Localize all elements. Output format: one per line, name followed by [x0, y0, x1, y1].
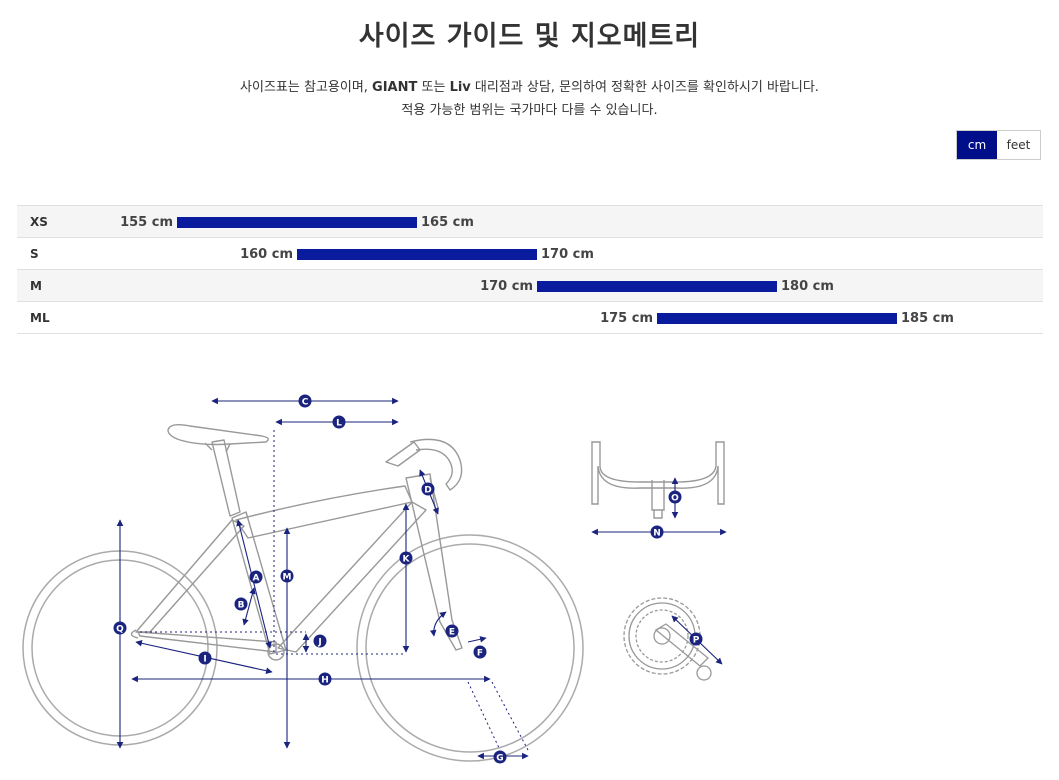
svg-text:G: G	[496, 754, 503, 764]
range-bar	[657, 313, 897, 324]
intro-line-1: 사이즈표는 참고용이며, GIANT 또는 Liv 대리점과 상담, 문의하여 …	[0, 76, 1059, 95]
size-row-ml: ML 175 cm 185 cm	[17, 302, 1043, 334]
badge-g: G	[493, 750, 507, 764]
intro-text: 사이즈표는 참고용이며,	[240, 80, 373, 95]
bike-geometry-svg: C L D K A M B Q J E F I H G O N P	[22, 394, 727, 764]
bike-frame	[130, 423, 463, 661]
size-row-s: S 160 cm 170 cm	[17, 238, 1043, 270]
svg-text:Q: Q	[116, 625, 124, 635]
svg-text:B: B	[238, 601, 245, 611]
handlebar-dimensions	[591, 477, 727, 536]
badge-f: F	[473, 645, 487, 659]
svg-text:D: D	[424, 486, 431, 496]
badge-e: E	[445, 624, 459, 638]
handlebar-detail	[591, 441, 725, 519]
size-row-m: M 170 cm 180 cm	[17, 270, 1043, 302]
geometry-diagram: C L D K A M B Q J E F I H G O N P	[0, 370, 1059, 780]
size-row-xs: XS 155 cm 165 cm	[17, 206, 1043, 238]
unit-toggle: cm feet	[956, 130, 1041, 160]
svg-text:N: N	[653, 529, 661, 539]
badge-d: D	[421, 482, 435, 496]
badge-a: A	[249, 570, 263, 584]
badge-b: B	[234, 597, 248, 611]
badge-h: H	[318, 672, 332, 686]
svg-text:I: I	[203, 655, 206, 665]
svg-text:F: F	[477, 649, 483, 659]
badge-o: O	[668, 490, 682, 504]
svg-text:K: K	[403, 555, 411, 565]
unit-feet-button[interactable]: feet	[997, 131, 1040, 159]
front-wheel	[356, 534, 584, 762]
size-chart: XS 155 cm 165 cm S 160 cm 170 cm M 170 c…	[17, 205, 1043, 334]
svg-text:J: J	[317, 638, 321, 648]
badge-m: M	[280, 569, 294, 583]
page-title: 사이즈 가이드 및 지오메트리	[358, 21, 701, 52]
size-label: M	[30, 279, 42, 293]
range-bar	[177, 217, 417, 228]
reference-lines	[140, 430, 529, 751]
svg-text:O: O	[671, 494, 679, 504]
brand-giant: GIANT	[372, 80, 418, 95]
svg-text:L: L	[336, 419, 342, 429]
range-min-label: 160 cm	[240, 247, 293, 262]
size-label: XS	[30, 215, 48, 229]
geometry-badges: C L D K A M B Q J E F I H G O N P	[113, 394, 703, 764]
unit-cm-button[interactable]: cm	[957, 131, 997, 159]
intro-text: 또는	[417, 80, 450, 95]
range-max-label: 180 cm	[781, 279, 834, 294]
badge-i: I	[198, 651, 212, 665]
range-bar	[537, 281, 777, 292]
badge-q: Q	[113, 621, 127, 635]
range-max-label: 165 cm	[421, 215, 474, 230]
svg-text:E: E	[449, 628, 455, 638]
range-min-label: 170 cm	[480, 279, 533, 294]
intro-line-2: 적용 가능한 범위는 국가마다 다를 수 있습니다.	[401, 103, 658, 118]
badge-c: C	[298, 394, 312, 408]
range-bar	[297, 249, 537, 260]
intro-text: 대리점과 상담, 문의하여 정확한 사이즈를 확인하시기 바랍니다.	[470, 80, 819, 95]
svg-text:C: C	[302, 398, 309, 408]
size-label: ML	[30, 311, 50, 325]
range-min-label: 155 cm	[120, 215, 173, 230]
badge-k: K	[399, 551, 413, 565]
size-label: S	[30, 247, 39, 261]
badge-l: L	[332, 415, 346, 429]
svg-text:M: M	[283, 573, 292, 583]
badge-j: J	[313, 634, 327, 648]
badge-p: P	[689, 632, 703, 646]
svg-text:A: A	[253, 574, 260, 584]
range-min-label: 175 cm	[600, 311, 653, 326]
badge-n: N	[650, 525, 664, 539]
svg-text:P: P	[693, 636, 700, 646]
svg-text:H: H	[321, 676, 329, 686]
brand-liv: Liv	[449, 80, 471, 95]
range-max-label: 185 cm	[901, 311, 954, 326]
range-max-label: 170 cm	[541, 247, 594, 262]
